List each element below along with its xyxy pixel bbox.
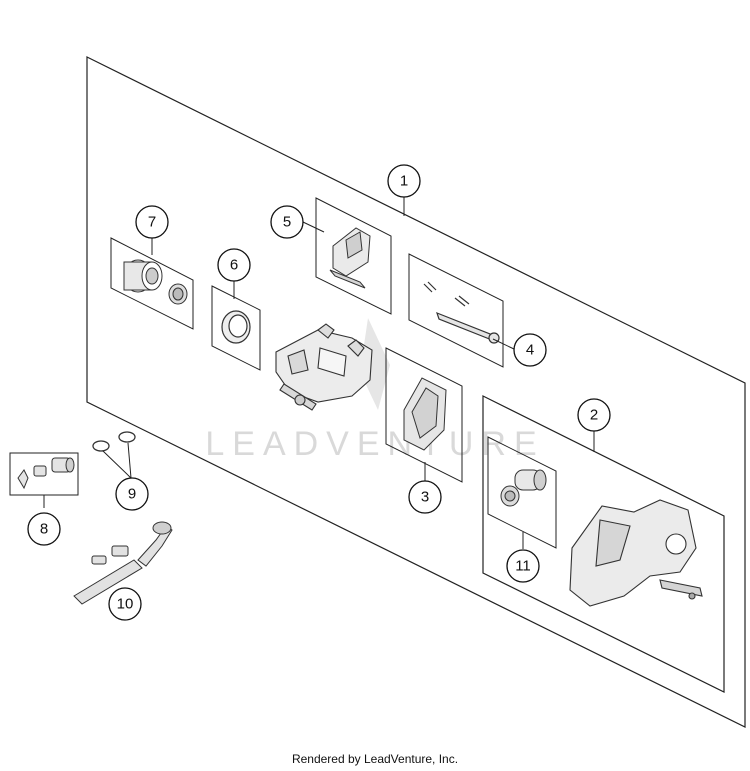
pad-spring-part	[329, 227, 371, 289]
callout-4: 4	[513, 333, 547, 367]
svg-text:5: 5	[283, 214, 291, 231]
svg-text:9: 9	[128, 486, 136, 503]
svg-text:8: 8	[40, 521, 48, 538]
svg-text:3: 3	[421, 489, 429, 506]
watermark: LEADVENTURE	[205, 318, 544, 463]
callout-6: 6	[217, 248, 251, 282]
callout-7: 7	[135, 205, 169, 239]
callout-2: 2	[577, 398, 611, 432]
seal-part	[123, 259, 188, 305]
callout-8: 8	[27, 512, 61, 546]
brake-line-part	[73, 521, 173, 605]
pad-spring-panel	[315, 197, 392, 315]
assembly-panel	[86, 56, 746, 728]
bleeder-panel	[9, 452, 79, 496]
bolt-part	[423, 281, 500, 344]
caliper-support-panel	[482, 395, 725, 693]
caliper-support-part	[569, 499, 703, 607]
leader-lines	[43, 197, 595, 549]
svg-text:1: 1	[400, 173, 408, 190]
piston-part	[221, 310, 251, 344]
callout-5: 5	[270, 205, 304, 239]
watermark-text: LEADVENTURE	[205, 425, 544, 463]
svg-text:4: 4	[526, 342, 534, 359]
slider-pin-part	[500, 469, 547, 507]
callout-11: 11	[506, 549, 540, 583]
callout-3: 3	[408, 480, 442, 514]
bleeder-part	[17, 457, 75, 490]
callout-1: 1	[387, 164, 421, 198]
piston-panel	[211, 285, 261, 371]
callouts: 1 2 3 4 5 6 7 8 9 10 11	[27, 164, 611, 621]
svg-text:11: 11	[515, 558, 531, 575]
svg-text:6: 6	[230, 257, 238, 274]
brake-pads-panel	[385, 347, 463, 483]
caliper-body	[275, 323, 373, 411]
seal-kit-panel	[110, 237, 194, 330]
brake-pads-part	[403, 377, 447, 451]
callout-9: 9	[115, 477, 149, 511]
footer-credit: Rendered by LeadVenture, Inc.	[291, 752, 459, 766]
svg-text:7: 7	[148, 214, 156, 231]
svg-text:2: 2	[590, 407, 598, 424]
svg-text:10: 10	[117, 596, 134, 613]
callout-10: 10	[108, 587, 142, 621]
pin-kit-panel	[487, 436, 557, 549]
bolt-kit-panel	[408, 253, 504, 368]
o-ring-part	[92, 431, 136, 452]
